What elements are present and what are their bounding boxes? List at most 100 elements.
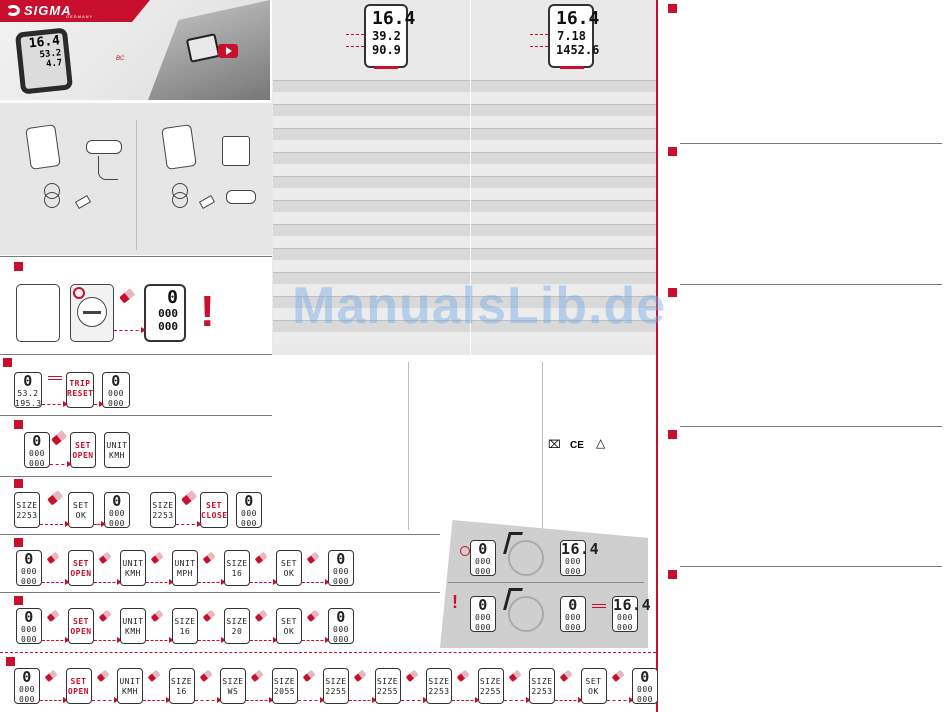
magnet-icon	[96, 669, 109, 683]
display-line: 000	[21, 625, 37, 634]
magnet-icon	[508, 669, 521, 683]
magnet-icon	[353, 669, 367, 683]
magnet-icon	[306, 551, 320, 565]
warning-small-icon: !	[452, 592, 458, 612]
spec-row	[273, 152, 656, 164]
header-display-left: 16.4 39.2 90.9	[364, 4, 415, 68]
step-arrow	[349, 697, 376, 703]
display-line: SIZE	[325, 677, 347, 686]
spec-row	[273, 296, 656, 308]
warning-icon: !	[200, 287, 215, 336]
watermark: ManualsLib.de	[292, 277, 667, 335]
display-line: SET	[585, 677, 602, 686]
display-line: SIZE	[273, 677, 296, 686]
empty-device	[16, 284, 60, 342]
step-arrow	[194, 697, 222, 703]
spec-row	[273, 284, 656, 296]
display-reset: 0 000 000	[144, 284, 186, 342]
spec-row	[273, 224, 656, 236]
display-line: 000	[637, 695, 653, 704]
step-arrow	[606, 697, 634, 703]
ce-symbol: CE	[570, 440, 584, 451]
spec-row	[273, 128, 656, 140]
display-line: OK	[588, 687, 599, 696]
magnet-icon	[147, 669, 161, 683]
step-arrow	[302, 637, 330, 643]
cable-line	[98, 156, 118, 180]
spec-row	[273, 92, 656, 104]
display-line: OPEN	[70, 569, 92, 578]
display-line: SET	[281, 559, 297, 568]
device-back	[70, 284, 114, 342]
display-line: UNIT	[119, 677, 141, 686]
step-arrow	[40, 697, 67, 703]
magnet-icon	[250, 669, 264, 683]
display-line: 000	[21, 635, 37, 644]
magnet-icon	[254, 551, 268, 565]
display-line: KMH	[122, 687, 138, 696]
display-line: UNIT	[122, 617, 144, 626]
magnet-icon	[202, 551, 216, 565]
magnet-icon	[98, 551, 112, 565]
display-line: 0	[336, 608, 346, 626]
display-line: SIZE	[226, 559, 248, 568]
spec-row	[273, 140, 656, 152]
display-line: OPEN	[67, 687, 90, 696]
display-line: SIZE	[376, 677, 399, 686]
display-line: 0	[640, 668, 650, 686]
video-play-button[interactable]	[218, 44, 238, 58]
spec-row	[273, 308, 656, 320]
step-arrow	[42, 579, 70, 585]
display-line: WS	[227, 687, 239, 696]
display-line: 2255	[376, 687, 399, 696]
step-arrow	[198, 637, 226, 643]
display-line: UNIT	[174, 559, 196, 568]
display-line: KMH	[125, 627, 141, 636]
sensor-illustration	[222, 136, 250, 166]
step-arrow	[94, 579, 122, 585]
display-line: SIZE	[226, 617, 248, 626]
spec-row	[273, 116, 656, 128]
spec-row	[273, 320, 656, 332]
spec-row	[273, 236, 656, 248]
magnet-icon	[98, 609, 112, 623]
brand-name: SIGMA	[24, 3, 72, 18]
display-line: 000	[333, 567, 349, 576]
spec-row	[273, 104, 656, 116]
step-arrow	[555, 697, 582, 703]
bracket-illustration	[226, 190, 256, 204]
display-line: SET	[70, 677, 87, 686]
display-line: 2253	[531, 687, 553, 696]
display-line: SIZE	[531, 677, 553, 686]
display-line: 000	[333, 625, 349, 634]
display-line: 16	[231, 569, 243, 578]
step-arrow	[42, 637, 70, 643]
display-line: OK	[283, 569, 295, 578]
display-line: SIZE	[222, 677, 244, 686]
step-arrow	[452, 697, 479, 703]
section-b-marker	[14, 262, 23, 271]
display-line: 2255	[479, 687, 502, 696]
magnet-icon	[119, 288, 135, 304]
magnet-icon	[456, 669, 470, 683]
